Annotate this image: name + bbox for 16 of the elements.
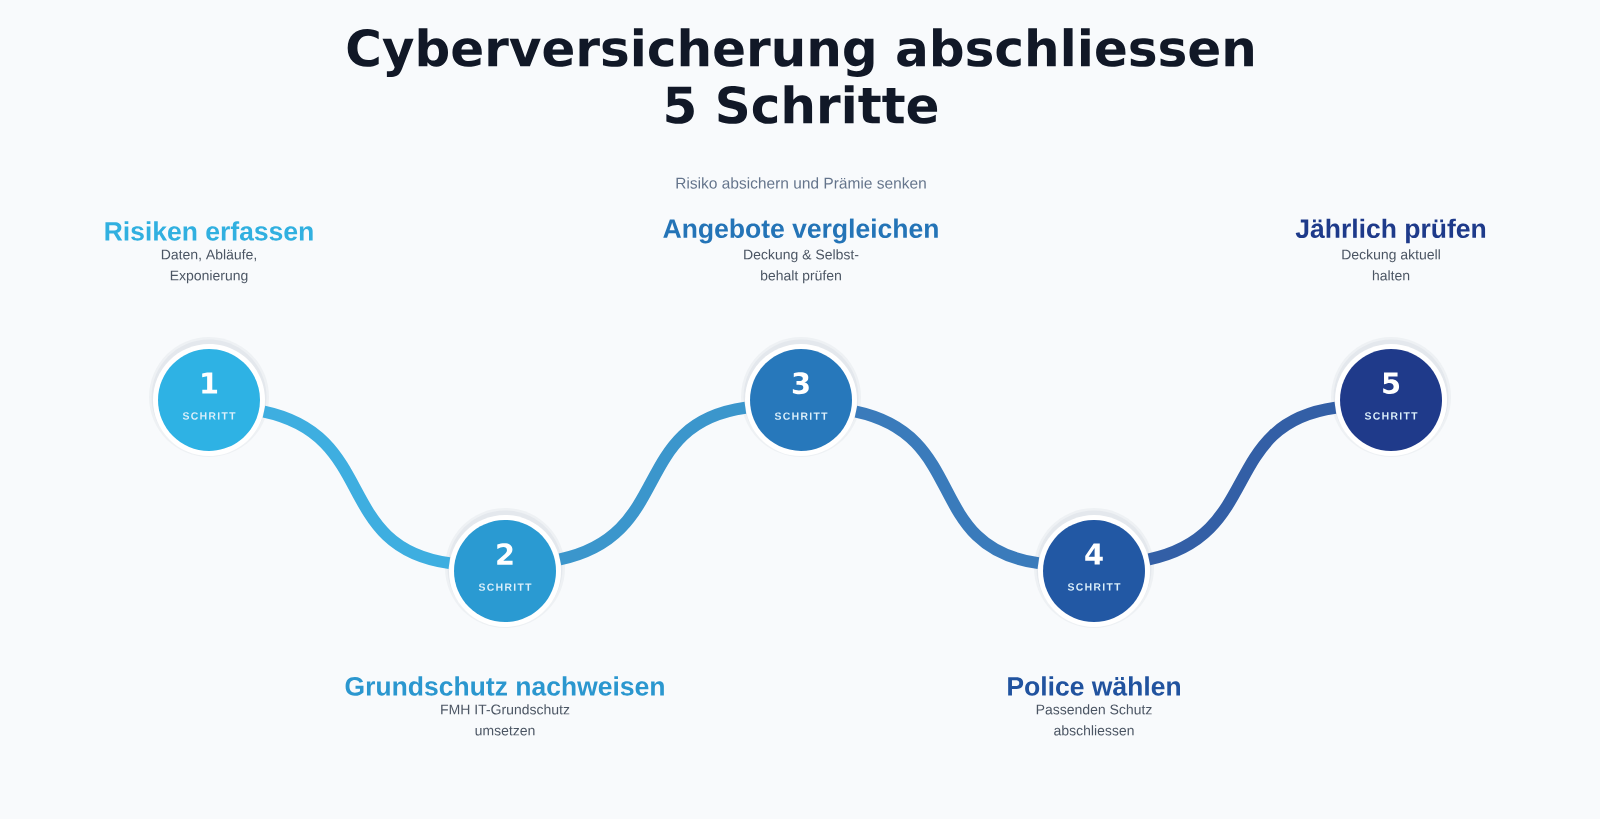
title: Cyberversicherung abschliessen 5 Schritte [347, 28, 1253, 124]
step-description: Deckung & Selbst- behalt prüfen [744, 249, 859, 284]
subtitle: Risiko absichern und Prämie senken [676, 177, 926, 189]
step-description: Daten, Abläufe, Exponierung [161, 249, 256, 284]
step-heading: Grundschutz nachweisen [345, 676, 664, 696]
step-heading: Jährlich prüfen [1295, 218, 1486, 244]
step-heading: Police wählen [1008, 676, 1180, 696]
wave-line [854, 405, 1040, 570]
wave-line [1147, 401, 1337, 566]
wave-line [262, 405, 451, 570]
step-description: FMH IT-Grundschutz umsetzen [441, 704, 570, 736]
step-description: Deckung aktuell halten [1342, 249, 1440, 281]
step-description: Passenden Schutz abschliessen [1036, 704, 1152, 736]
step-heading: Risiken erfassen [105, 221, 313, 241]
wave-line [558, 401, 747, 566]
step-heading: Angebote vergleichen [663, 218, 938, 244]
